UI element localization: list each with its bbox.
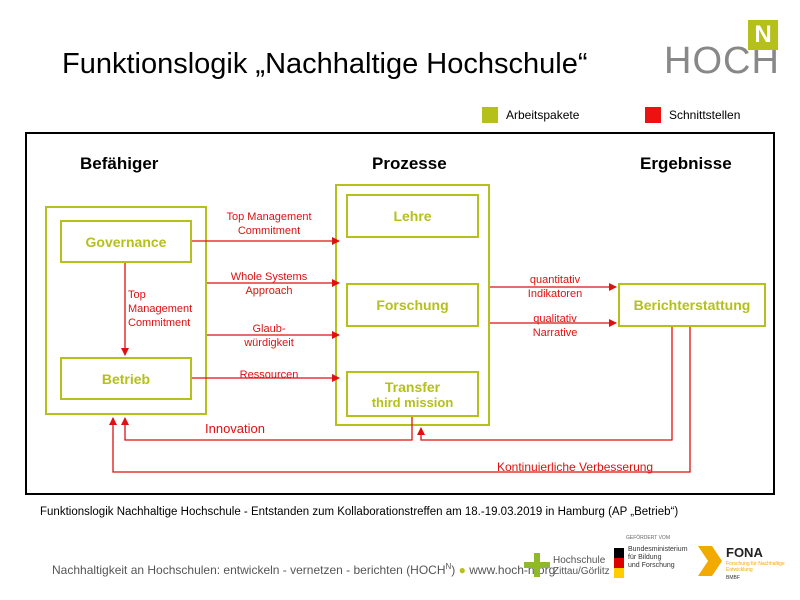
box-forschung-label: Forschung bbox=[376, 297, 449, 313]
column-header-befaehiger: Befähiger bbox=[80, 154, 159, 173]
link-label-glaubwuerdigkeit: Glaub-würdigkeit bbox=[244, 323, 294, 349]
footer-separator-dot: ● bbox=[458, 563, 466, 577]
link-label-kontinuierliche-verbesserung: Kontinuierliche Verbesserung bbox=[497, 460, 654, 474]
fona-logo-icon bbox=[698, 546, 722, 576]
link-label-ressourcen: Ressourcen bbox=[239, 369, 299, 381]
page-title: Funktionslogik „Nachhaltige Hochschule“ bbox=[62, 48, 588, 80]
box-transfer-sublabel: third mission bbox=[371, 394, 454, 410]
bmbf-gefoerdert-label: GEFÖRDERT VOM bbox=[626, 535, 670, 541]
fona-bmbf-label: BMBF bbox=[726, 575, 740, 581]
hszg-logo-icon bbox=[524, 553, 550, 577]
box-lehre-label: Lehre bbox=[393, 208, 432, 224]
box-transfer: Transfer third mission bbox=[346, 371, 479, 417]
box-governance-label: Governance bbox=[85, 233, 167, 250]
fona-logo-text: FONA bbox=[726, 545, 763, 560]
column-header-prozesse: Prozesse bbox=[372, 154, 447, 173]
footer-sup: N bbox=[445, 562, 452, 571]
box-berichterstattung: Berichterstattung bbox=[618, 283, 766, 327]
box-transfer-label: Transfer bbox=[384, 378, 441, 395]
link-label-innovation: Innovation bbox=[205, 421, 265, 436]
legend-swatch-schnittstellen bbox=[645, 107, 661, 123]
box-governance: Governance bbox=[60, 220, 192, 263]
diagram-frame bbox=[25, 132, 775, 495]
bmbf-eagle-flag-icon bbox=[614, 548, 624, 578]
arrow-kontinuierliche-verbesserung bbox=[109, 327, 691, 473]
arrow-innovation bbox=[121, 417, 413, 441]
footer-project: Nachhaltigkeit an Hochschulen: entwickel… bbox=[52, 563, 446, 577]
box-forschung: Forschung bbox=[346, 283, 479, 327]
box-betrieb: Betrieb bbox=[60, 357, 192, 400]
legend-label-schnittstellen: Schnittstellen bbox=[669, 108, 741, 122]
footer-close: ) bbox=[451, 563, 456, 577]
column-header-ergebnisse: Ergebnisse bbox=[640, 154, 732, 173]
box-lehre: Lehre bbox=[346, 194, 479, 238]
legend-label-arbeitspakete: Arbeitspakete bbox=[506, 108, 580, 122]
box-berichterstattung-label: Berichterstattung bbox=[633, 297, 751, 313]
arrow-feedback-prozesse bbox=[417, 327, 673, 441]
hochn-logo-n: N bbox=[748, 20, 778, 50]
legend-swatch-arbeitspakete bbox=[482, 107, 498, 123]
diagram-caption: Funktionslogik Nachhaltige Hochschule - … bbox=[40, 506, 679, 518]
footer-text: Nachhaltigkeit an Hochschulen: entwickel… bbox=[52, 562, 555, 577]
box-betrieb-label: Betrieb bbox=[101, 370, 151, 387]
